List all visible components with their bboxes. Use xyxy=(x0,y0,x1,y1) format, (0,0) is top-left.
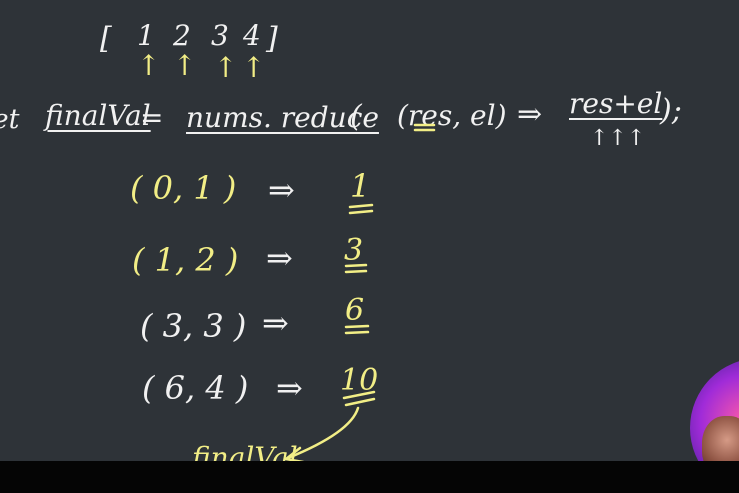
statement-close: ); xyxy=(660,93,682,128)
array-open-bracket: [ xyxy=(100,21,112,56)
equals-sign: = xyxy=(140,101,164,134)
step-3-result: 6 xyxy=(345,293,365,328)
step-3-args: ( 3, 3 ) xyxy=(140,307,247,345)
callback-params: (res, el) xyxy=(397,99,507,132)
array-close-bracket: ] xyxy=(266,21,278,56)
let-keyword: let xyxy=(0,104,20,135)
pointer-arrow-4: ↑ xyxy=(242,51,266,84)
pointer-arrow-2: ↑ xyxy=(173,49,197,82)
step-4-result: 10 xyxy=(340,363,379,398)
array-item-3: 3 xyxy=(211,19,229,52)
array-item-4: 4 xyxy=(243,19,261,52)
reduce-open-paren: ( xyxy=(350,99,362,134)
final-arrow-curve xyxy=(286,406,360,460)
pointer-arrow-1: ↑ xyxy=(137,49,161,82)
step-4-args: ( 6, 4 ) xyxy=(142,369,249,407)
callback-arrow: ⇒ xyxy=(517,97,543,132)
bottom-bar xyxy=(0,461,739,493)
array-item-2: 2 xyxy=(173,19,191,52)
step-1-args: ( 0, 1 ) xyxy=(130,169,237,207)
step-1-result: 1 xyxy=(350,167,371,205)
result-1-marks xyxy=(348,203,374,215)
callback-body: res+el xyxy=(569,87,663,120)
pointer-arrow-3: ↑ xyxy=(214,51,238,84)
step-1-arrow: ⇒ xyxy=(268,171,295,209)
step-4-arrow: ⇒ xyxy=(276,369,303,407)
step-2-arrow: ⇒ xyxy=(266,239,293,277)
step-2-result: 3 xyxy=(344,233,364,268)
step-3-arrow: ⇒ xyxy=(262,304,289,342)
step-2-args: ( 1, 2 ) xyxy=(132,241,239,279)
callback-body-marks: ↑↑↑ xyxy=(590,126,646,151)
array-item-1: 1 xyxy=(137,19,155,52)
final-val-identifier: finalVal xyxy=(45,99,151,132)
reduce-call: nums. reduce xyxy=(186,101,379,134)
